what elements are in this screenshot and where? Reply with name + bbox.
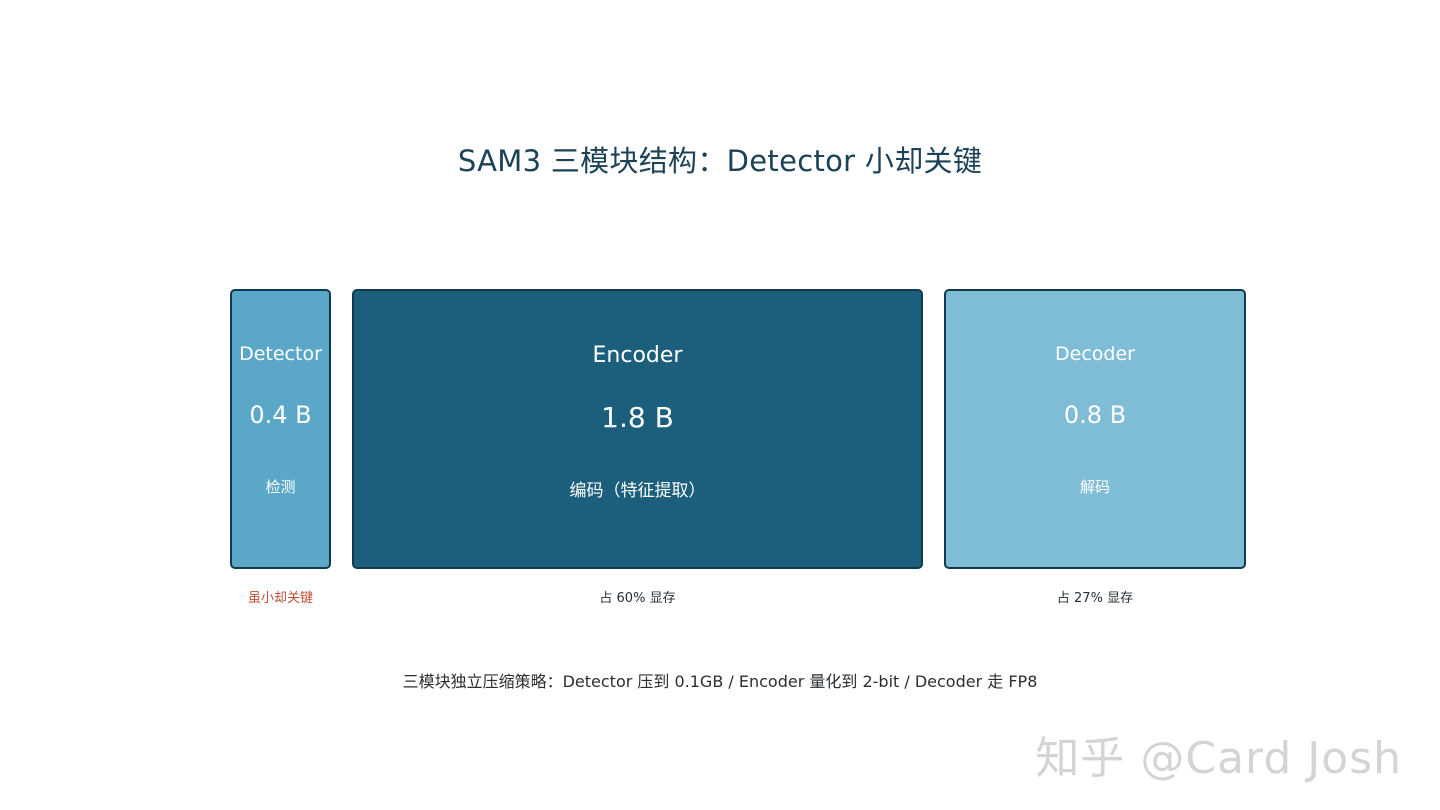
decoder-size: 0.8 B bbox=[1063, 401, 1127, 429]
watermark: 知乎 @Card Josh bbox=[1035, 733, 1402, 784]
detector-name: Detector bbox=[239, 343, 322, 365]
decoder-module-block: Decoder 0.8 B 解码 bbox=[944, 289, 1246, 569]
detector-desc: 检测 bbox=[265, 478, 296, 496]
compression-strategy-caption: 三模块独立压缩策略：Detector 压到 0.1GB / Encoder 量化… bbox=[402, 672, 1038, 691]
detector-note: 虽小却关键 bbox=[247, 591, 313, 606]
encoder-note: 占 60% 显存 bbox=[599, 591, 676, 606]
detector-size: 0.4 B bbox=[249, 401, 312, 429]
decoder-note: 占 27% 显存 bbox=[1056, 591, 1134, 606]
decoder-name: Decoder bbox=[1055, 343, 1135, 365]
encoder-size: 1.8 B bbox=[601, 401, 674, 434]
detector-module-block: Detector 0.4 B 检测 bbox=[230, 289, 331, 569]
decoder-desc: 解码 bbox=[1079, 478, 1110, 496]
encoder-module-block: Encoder 1.8 B 编码（特征提取） bbox=[352, 289, 923, 569]
encoder-desc: 编码（特征提取） bbox=[569, 481, 706, 501]
encoder-name: Encoder bbox=[592, 343, 683, 368]
page-title: SAM3 三模块结构：Detector 小却关键 bbox=[457, 144, 983, 178]
